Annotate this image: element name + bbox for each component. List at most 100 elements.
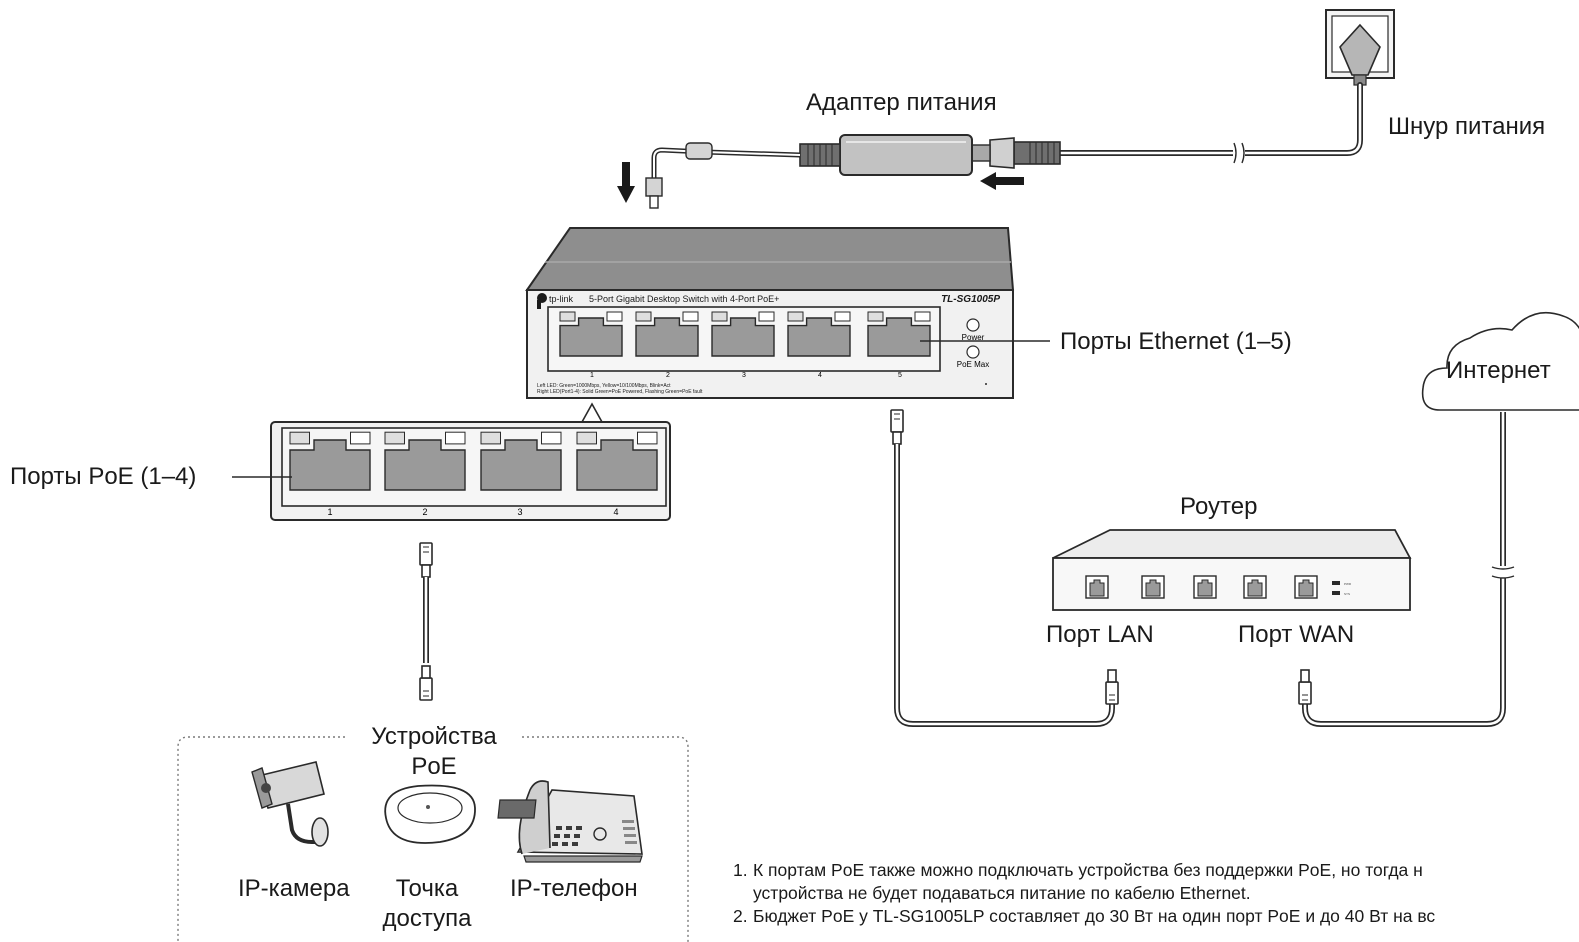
router-port bbox=[1294, 575, 1318, 599]
port-socket bbox=[711, 317, 775, 357]
ethernet-cable-poe bbox=[419, 542, 433, 701]
ethernet-port bbox=[384, 431, 466, 491]
power-cord-label: Шнур питания bbox=[1388, 113, 1546, 140]
footnote-item: 1.К портам PoE также можно подключать ус… bbox=[733, 859, 1435, 882]
port-led-left bbox=[635, 311, 652, 322]
port-led-left bbox=[289, 431, 310, 445]
router-port bbox=[1085, 575, 1109, 599]
switch-brand: tp-link bbox=[549, 294, 574, 304]
port-socket bbox=[480, 439, 562, 491]
router-port-socket bbox=[1247, 579, 1263, 597]
port-led-right bbox=[637, 431, 658, 445]
router-port bbox=[1243, 575, 1267, 599]
router-port bbox=[1141, 575, 1165, 599]
led-legend-left: Left LED: Green=1000Mbps, Yellow=10/100M… bbox=[537, 383, 671, 389]
ip-phone-label: IP-телефон bbox=[510, 875, 638, 902]
port-socket bbox=[289, 439, 371, 491]
power-adapter-icon bbox=[645, 134, 973, 209]
poe-ports-label: Порты PoE (1–4) bbox=[10, 463, 197, 490]
led-legend-right: Right LED(Port1-4): Solid Green=PoE Powe… bbox=[537, 389, 703, 395]
port-led-left bbox=[787, 311, 804, 322]
router-led-label: PWR bbox=[1344, 582, 1352, 586]
zoom-port-number: 1 bbox=[327, 507, 332, 517]
port-led-right bbox=[914, 311, 931, 322]
zoom-port-numbers: 1 2 3 4 bbox=[327, 507, 618, 517]
zoom-port-number: 3 bbox=[517, 507, 522, 517]
switch-port-number: 3 bbox=[742, 372, 746, 379]
router-port bbox=[1193, 575, 1217, 599]
poe-ports-zoom bbox=[270, 402, 671, 521]
ip-camera-icon bbox=[251, 761, 329, 847]
power-adapter-label: Адаптер питания bbox=[806, 89, 997, 116]
poe-devices-container bbox=[177, 736, 689, 942]
ethernet-port bbox=[867, 311, 931, 357]
switch-front-text: tp-link 5-Port Gigabit Desktop Switch wi… bbox=[537, 294, 1000, 395]
switch-device bbox=[525, 227, 1015, 399]
router-port-socket bbox=[1197, 579, 1213, 597]
ethernet-cable-wan bbox=[1298, 412, 1515, 727]
port-led-right bbox=[834, 311, 851, 322]
ethernet-port bbox=[787, 311, 851, 357]
switch-description: 5-Port Gigabit Desktop Switch with 4-Por… bbox=[589, 294, 779, 304]
router-port-socket bbox=[1145, 579, 1161, 597]
wan-port-label: Порт WAN bbox=[1238, 621, 1355, 648]
internet-label: Интернет bbox=[1446, 357, 1551, 384]
port-socket bbox=[787, 317, 851, 357]
ethernet-port bbox=[559, 311, 623, 357]
footnote-text: К портам PoE также можно подключать устр… bbox=[753, 860, 1423, 880]
port-led-left bbox=[384, 431, 405, 445]
port-led-right bbox=[541, 431, 562, 445]
ethernet-ports-label: Порты Ethernet (1–5) bbox=[1060, 328, 1292, 355]
port-led-left bbox=[576, 431, 597, 445]
port-led-right bbox=[606, 311, 623, 322]
switch-port-number: 1 bbox=[590, 372, 594, 379]
wall-outlet-icon bbox=[1325, 9, 1395, 86]
port-socket bbox=[867, 317, 931, 357]
arrow-down-icon bbox=[617, 162, 635, 203]
port-socket bbox=[384, 439, 466, 491]
switch-port-number: 5 bbox=[898, 372, 902, 379]
footnote-text: Бюджет PoE у TL-SG1005LP составляет до 3… bbox=[753, 906, 1436, 926]
port-led-right bbox=[350, 431, 371, 445]
port-socket bbox=[559, 317, 623, 357]
internet-cloud-icon bbox=[1421, 311, 1579, 411]
switch-model: TL-SG1005P bbox=[941, 294, 1000, 305]
access-point-label: Точка доступа bbox=[368, 874, 486, 934]
ethernet-port bbox=[576, 431, 658, 491]
port-socket bbox=[635, 317, 699, 357]
router-port-socket bbox=[1298, 579, 1314, 597]
ethernet-cable-lan bbox=[890, 409, 1119, 727]
led-poe-max-label: PoE Max bbox=[957, 360, 989, 369]
footnote-item: 2.Бюджет PoE у TL-SG1005LP составляет до… bbox=[733, 905, 1435, 928]
switch-port-number: 4 bbox=[818, 372, 822, 379]
arrow-left-icon bbox=[980, 172, 1024, 190]
footnote-text-continued: устройства не будет подаваться питание п… bbox=[753, 883, 1251, 903]
port-led-right bbox=[758, 311, 775, 322]
port-led-right bbox=[445, 431, 466, 445]
access-point-label-line: доступа bbox=[382, 905, 472, 932]
router-label: Роутер bbox=[1180, 493, 1258, 520]
ethernet-port bbox=[480, 431, 562, 491]
access-point-label-line: Точка bbox=[395, 875, 459, 902]
port-led-left bbox=[559, 311, 576, 322]
port-led-left bbox=[480, 431, 501, 445]
switch-port-number: 2 bbox=[666, 372, 670, 379]
port-led-right bbox=[682, 311, 699, 322]
lan-port-label: Порт LAN bbox=[1046, 621, 1154, 648]
zoom-port-number: 2 bbox=[422, 507, 427, 517]
zoom-port-number: 4 bbox=[613, 507, 618, 517]
led-power-label: Power bbox=[962, 333, 985, 342]
router-device bbox=[1052, 529, 1412, 611]
ip-camera-label: IP-камера bbox=[238, 875, 350, 902]
footnotes: 1.К портам PoE также можно подключать ус… bbox=[733, 859, 1435, 928]
ethernet-port bbox=[635, 311, 699, 357]
footnote-number: 2. bbox=[733, 906, 748, 926]
router-port-socket bbox=[1089, 579, 1105, 597]
poe-devices-title-line: PoE bbox=[411, 753, 457, 780]
port-socket bbox=[576, 439, 658, 491]
router-led-label: SYS bbox=[1344, 592, 1350, 596]
power-cord bbox=[971, 82, 1363, 169]
poe-devices-title: Устройства PoE bbox=[348, 722, 520, 782]
ethernet-port bbox=[289, 431, 371, 491]
access-point-icon bbox=[384, 784, 476, 844]
